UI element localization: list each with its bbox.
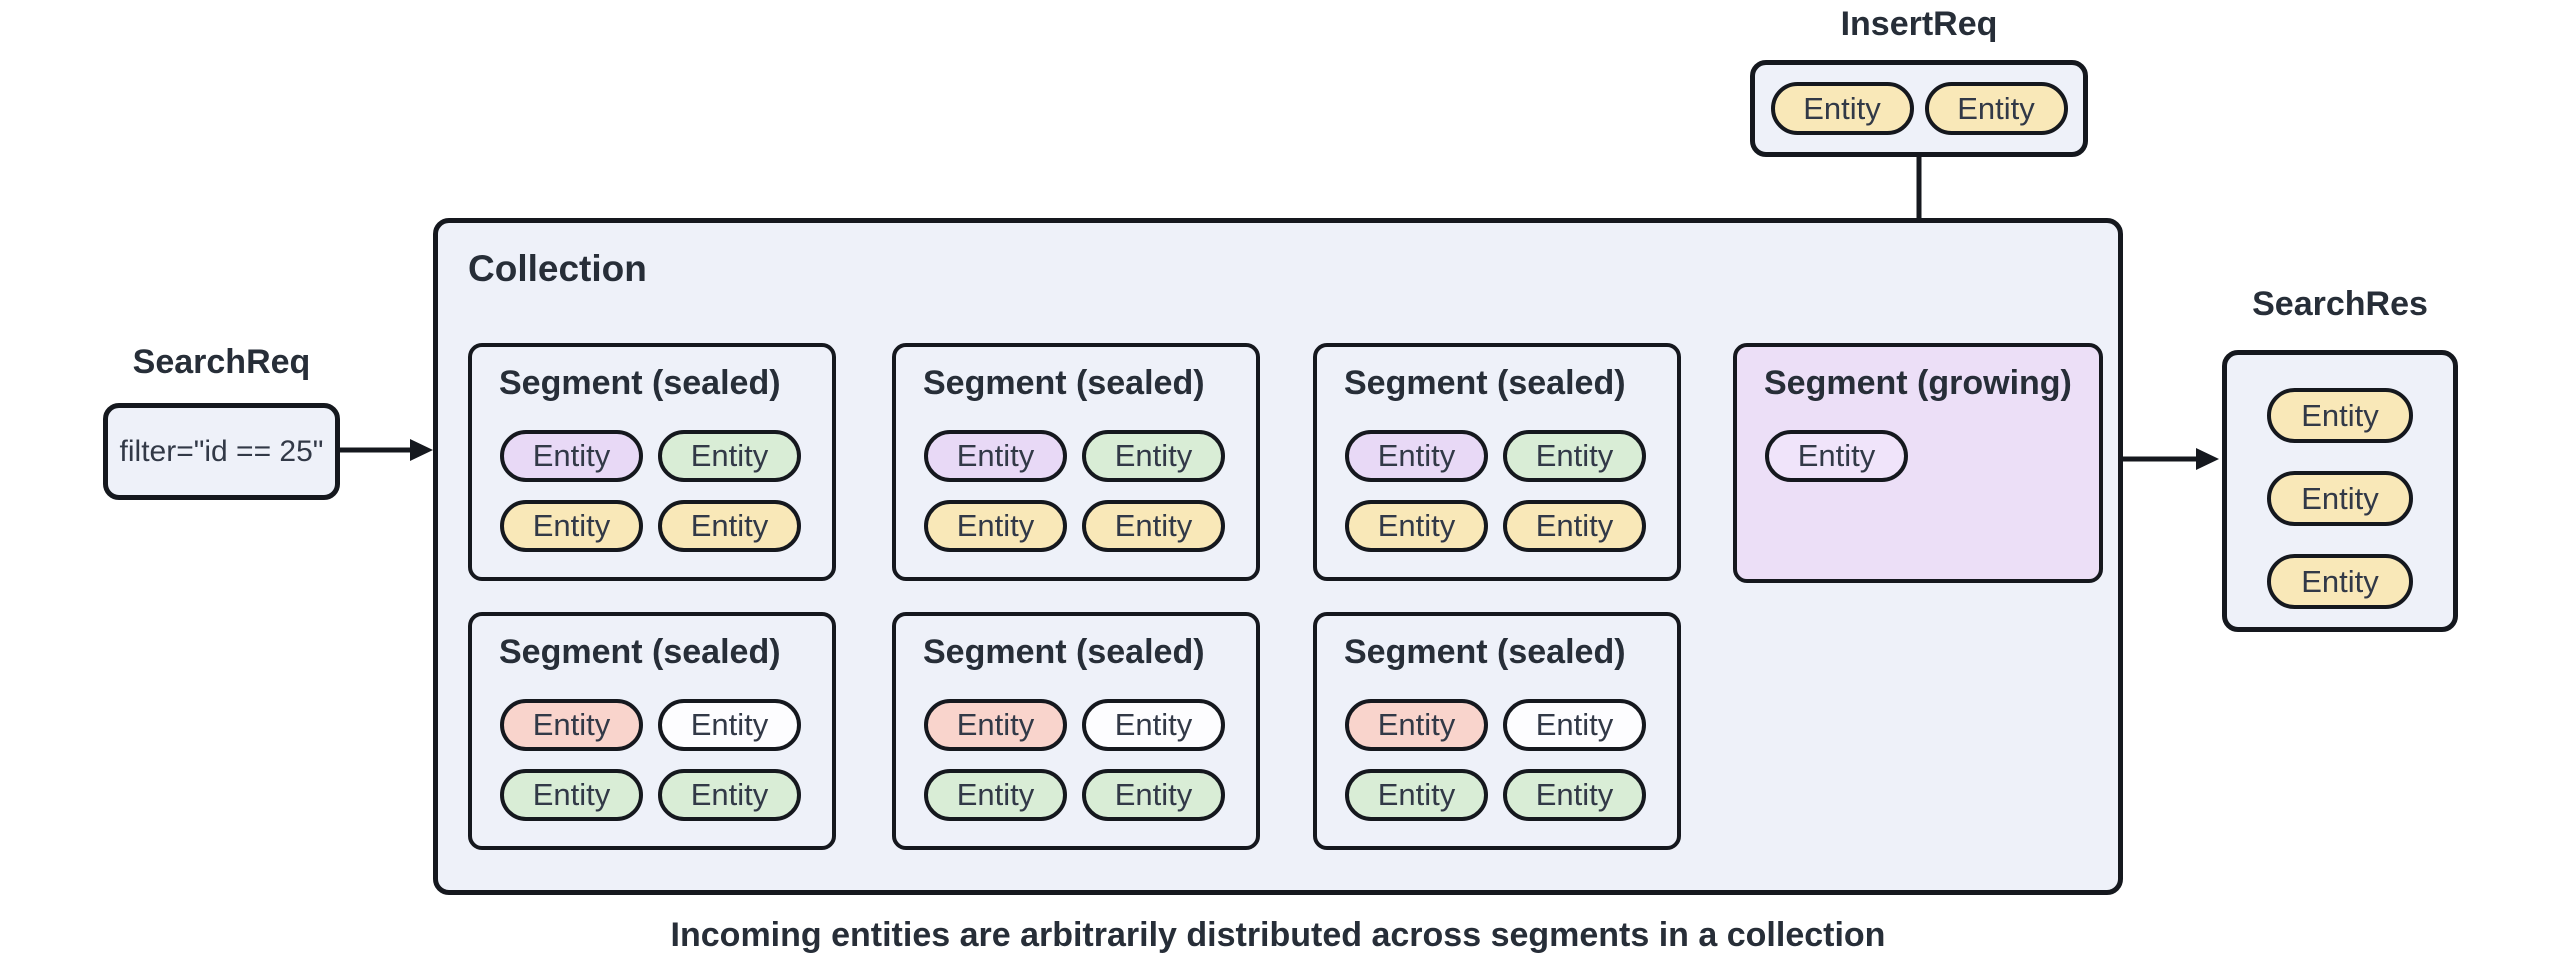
entity-pill: Entity (1345, 699, 1488, 751)
search-req-label: SearchReq (132, 343, 311, 381)
entity-pill: Entity (1082, 769, 1225, 821)
entity-pill: Entity (2267, 471, 2413, 526)
segment-title: Segment (sealed) (923, 364, 1205, 402)
entity-pill-group: Entity Entity Entity Entity (1345, 699, 1646, 821)
entity-pill-group: Entity Entity Entity Entity (1345, 430, 1646, 552)
entity-pill: Entity (500, 500, 643, 552)
segment-sealed-1: Segment (sealed) Entity Entity Entity En… (468, 343, 836, 581)
segment-growing: Segment (growing) Entity (1733, 343, 2103, 583)
diagram-caption: Incoming entities are arbitrarily distri… (670, 916, 1886, 954)
entity-pill: Entity (1503, 430, 1646, 482)
entity-pill: Entity (500, 699, 643, 751)
segment-title: Segment (sealed) (499, 633, 781, 671)
entity-pill: Entity (1082, 430, 1225, 482)
entity-pill: Entity (1503, 500, 1646, 552)
entity-pill: Entity (924, 500, 1067, 552)
entity-pill-group: Entity Entity Entity Entity (924, 430, 1225, 552)
right-arrow-icon (340, 439, 433, 461)
search-res-box: Entity Entity Entity (2222, 350, 2458, 632)
segment-sealed-6: Segment (sealed) Entity Entity Entity En… (1313, 612, 1681, 850)
collection-title: Collection (468, 248, 647, 289)
entity-pill-group: Entity Entity Entity Entity (924, 699, 1225, 821)
entity-pill: Entity (1924, 82, 2068, 135)
collection-box: Collection Segment (sealed) Entity Entit… (433, 218, 2123, 895)
entity-pill: Entity (1765, 430, 1908, 482)
segment-sealed-5: Segment (sealed) Entity Entity Entity En… (892, 612, 1260, 850)
entity-pill: Entity (658, 769, 801, 821)
segment-sealed-2: Segment (sealed) Entity Entity Entity En… (892, 343, 1260, 581)
entity-pill: Entity (1345, 430, 1488, 482)
segment-title: Segment (sealed) (1344, 364, 1626, 402)
entity-pill: Entity (2267, 388, 2413, 443)
entity-pill: Entity (2267, 554, 2413, 609)
search-res-label: SearchRes (2252, 285, 2428, 323)
entity-pill: Entity (1503, 699, 1646, 751)
entity-pill: Entity (1503, 769, 1646, 821)
entity-pill: Entity (658, 699, 801, 751)
entity-pill: Entity (924, 430, 1067, 482)
insert-req-box: Entity Entity (1750, 60, 2088, 157)
insert-req-label: InsertReq (1840, 5, 1998, 43)
segment-sealed-4: Segment (sealed) Entity Entity Entity En… (468, 612, 836, 850)
entity-pill: Entity (1082, 500, 1225, 552)
segment-title: Segment (growing) (1764, 364, 2072, 402)
entity-pill: Entity (658, 500, 801, 552)
entity-pill: Entity (924, 699, 1067, 751)
entity-pill: Entity (500, 430, 643, 482)
search-filter-text: filter="id == 25" (119, 434, 324, 468)
entity-pill: Entity (1082, 699, 1225, 751)
right-arrow-icon (2123, 448, 2219, 470)
segment-title: Segment (sealed) (1344, 633, 1626, 671)
entity-pill: Entity (658, 430, 801, 482)
entity-pill: Entity (1770, 82, 1914, 135)
search-req-box: filter="id == 25" (103, 403, 340, 500)
entity-pill-group: Entity Entity Entity Entity (500, 430, 801, 552)
segment-title: Segment (sealed) (499, 364, 781, 402)
entity-pill: Entity (500, 769, 643, 821)
segment-title: Segment (sealed) (923, 633, 1205, 671)
segment-sealed-3: Segment (sealed) Entity Entity Entity En… (1313, 343, 1681, 581)
entity-pill-group: Entity (1765, 430, 2066, 482)
entity-pill: Entity (1345, 500, 1488, 552)
entity-pill: Entity (1345, 769, 1488, 821)
entity-pill-group: Entity Entity Entity Entity (500, 699, 801, 821)
entity-pill: Entity (924, 769, 1067, 821)
